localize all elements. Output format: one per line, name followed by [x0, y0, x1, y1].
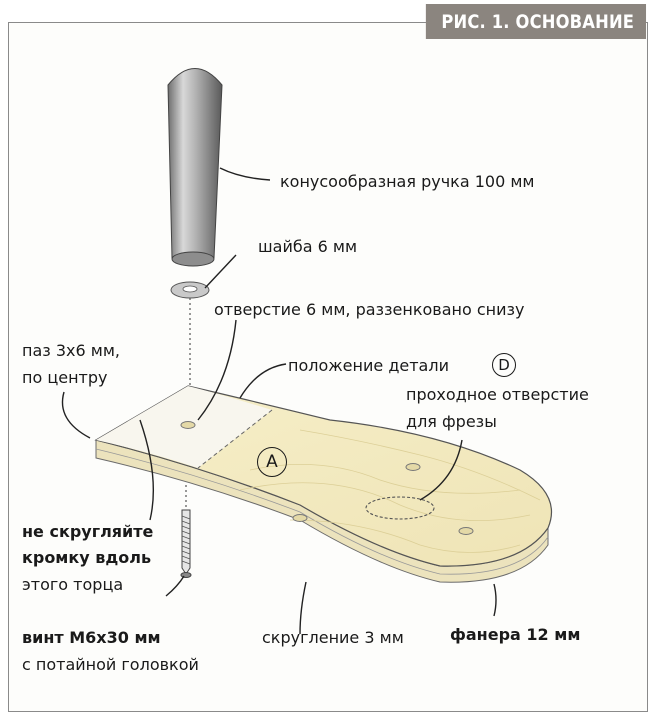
- through-hole: [365, 496, 435, 520]
- handle-shape: [167, 68, 223, 266]
- label-no-round-line2: кромку вдоль: [22, 548, 152, 567]
- hole-top-right: [405, 463, 421, 471]
- part-boundary: [197, 409, 273, 469]
- label-washer: шайба 6 мм: [258, 237, 358, 256]
- figure-frame: [8, 22, 648, 712]
- label-part-position: положение детали: [288, 356, 449, 375]
- label-no-round-line1: не скругляйте: [22, 522, 154, 541]
- leader-screw: [165, 575, 185, 597]
- label-plywood: фанера 12 мм: [450, 625, 581, 644]
- label-rounding: скругление 3 мм: [262, 628, 404, 647]
- handle-bottom: [171, 251, 215, 267]
- screw-shape: [181, 509, 191, 575]
- leader-rounding: [299, 581, 307, 635]
- label-no-round-line3: этого торца: [22, 575, 124, 594]
- leader-handle: [219, 167, 271, 181]
- label-screw-line1: винт М6х30 мм: [22, 628, 161, 647]
- leader-through-hole: [419, 439, 463, 501]
- part-d-marker: D: [492, 353, 516, 377]
- hole-front: [180, 421, 196, 429]
- label-through-hole-line2: для фрезы: [406, 412, 497, 431]
- figure-title: РИС. 1. ОСНОВАНИЕ: [425, 4, 646, 39]
- label-handle: конусообразная ручка 100 мм: [280, 172, 535, 191]
- leader-groove: [61, 391, 91, 439]
- leader-hole: [197, 319, 237, 421]
- leader-plywood: [493, 583, 497, 617]
- part-a-marker: A: [257, 447, 287, 477]
- leader-part-d: [239, 363, 287, 399]
- leader-no-round: [139, 419, 155, 521]
- hole-right: [458, 527, 474, 535]
- label-groove-line1: паз 3х6 мм,: [22, 341, 120, 360]
- hole-left: [292, 514, 308, 522]
- leader-washer: [204, 254, 237, 289]
- label-hole: отверстие 6 мм, раззенковано снизу: [214, 300, 525, 319]
- label-through-hole-line1: проходное отверстие: [406, 385, 589, 404]
- label-groove-line2: по центру: [22, 368, 108, 387]
- label-screw-line2: с потайной головкой: [22, 655, 199, 674]
